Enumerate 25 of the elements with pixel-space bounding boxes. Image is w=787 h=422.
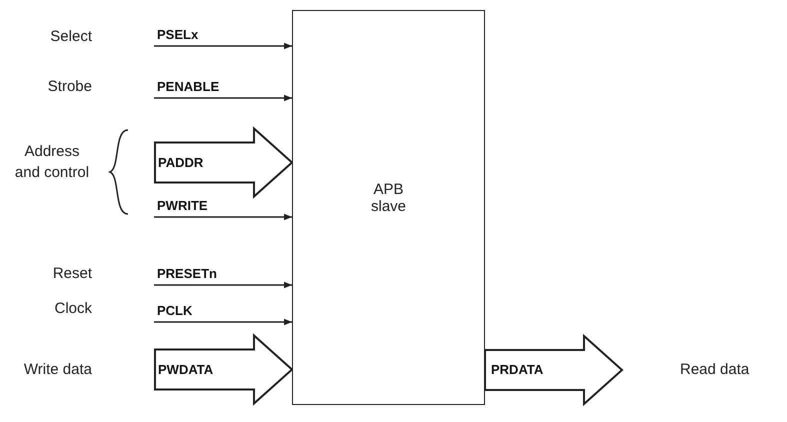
signal-group-label: Address and control [14,142,90,183]
signal-arrow [154,42,292,50]
block-title: APB slave [370,180,408,214]
signal-name: PRESETn [157,266,217,281]
signal-group-label: Strobe [48,77,92,97]
signal-arrow [154,214,292,220]
signal-name: PSELx [157,27,198,42]
signal-name: PADDR [158,155,204,170]
signal-name: PENABLE [157,79,220,94]
bus-arrow [154,126,294,199]
bus-arrow [154,333,294,406]
signal-arrow [154,282,292,288]
signal-group-label: Write data [24,360,92,380]
signal-name: PWRITE [157,198,208,213]
signal-name: PCLK [157,303,192,318]
signal-group-label: Clock [54,299,92,319]
signal-name: PWDATA [158,362,214,377]
signal-group-label: Read data [680,360,750,380]
signal-group-label: Reset [52,264,92,284]
bus-arrow [484,334,624,406]
signal-arrow [154,94,292,102]
signal-arrow [154,318,292,326]
signal-group-label: Select [50,27,92,47]
slave-block [292,10,485,405]
signal-name: PRDATA [491,362,544,377]
